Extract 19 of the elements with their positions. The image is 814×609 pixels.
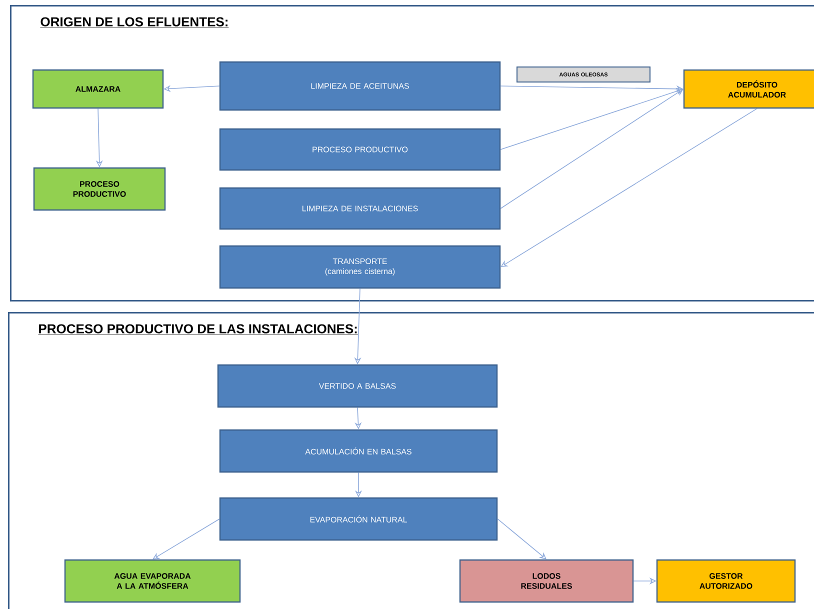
arrow — [152, 518, 220, 560]
arrow — [500, 89, 684, 209]
process-box: AGUA EVAPORADA A LA ATMÓSFERA — [64, 559, 241, 603]
section-heading: ORIGEN DE LOS EFLUENTES: — [40, 17, 229, 28]
process-box: EVAPORACIÓN NATURAL — [219, 497, 498, 541]
process-box: PROCESO PRODUCTIVO — [219, 128, 501, 171]
process-box: LODOS RESIDUALES — [459, 559, 634, 603]
process-box: LIMPIEZA DE ACEITUNAS — [219, 61, 501, 111]
process-box: GESTOR AUTORIZADO — [656, 559, 796, 603]
arrow — [500, 108, 758, 267]
process-box: PROCESO PRODUCTIVO — [33, 167, 166, 211]
process-box: ALMAZARA — [32, 69, 164, 109]
process-box: VERTIDO A BALSAS — [217, 364, 498, 408]
arrow — [497, 518, 546, 560]
process-box: TRANSPORTE (camiones cisterna) — [219, 245, 501, 289]
process-box: LIMPIEZA DE INSTALACIONES — [219, 187, 501, 230]
process-box: DEPÓSITO ACUMULADOR — [683, 69, 814, 109]
process-box: ACUMULACIÓN EN BALSAS — [219, 429, 498, 473]
section-heading: PROCESO PRODUCTIVO DE LAS INSTALACIONES: — [38, 324, 358, 335]
